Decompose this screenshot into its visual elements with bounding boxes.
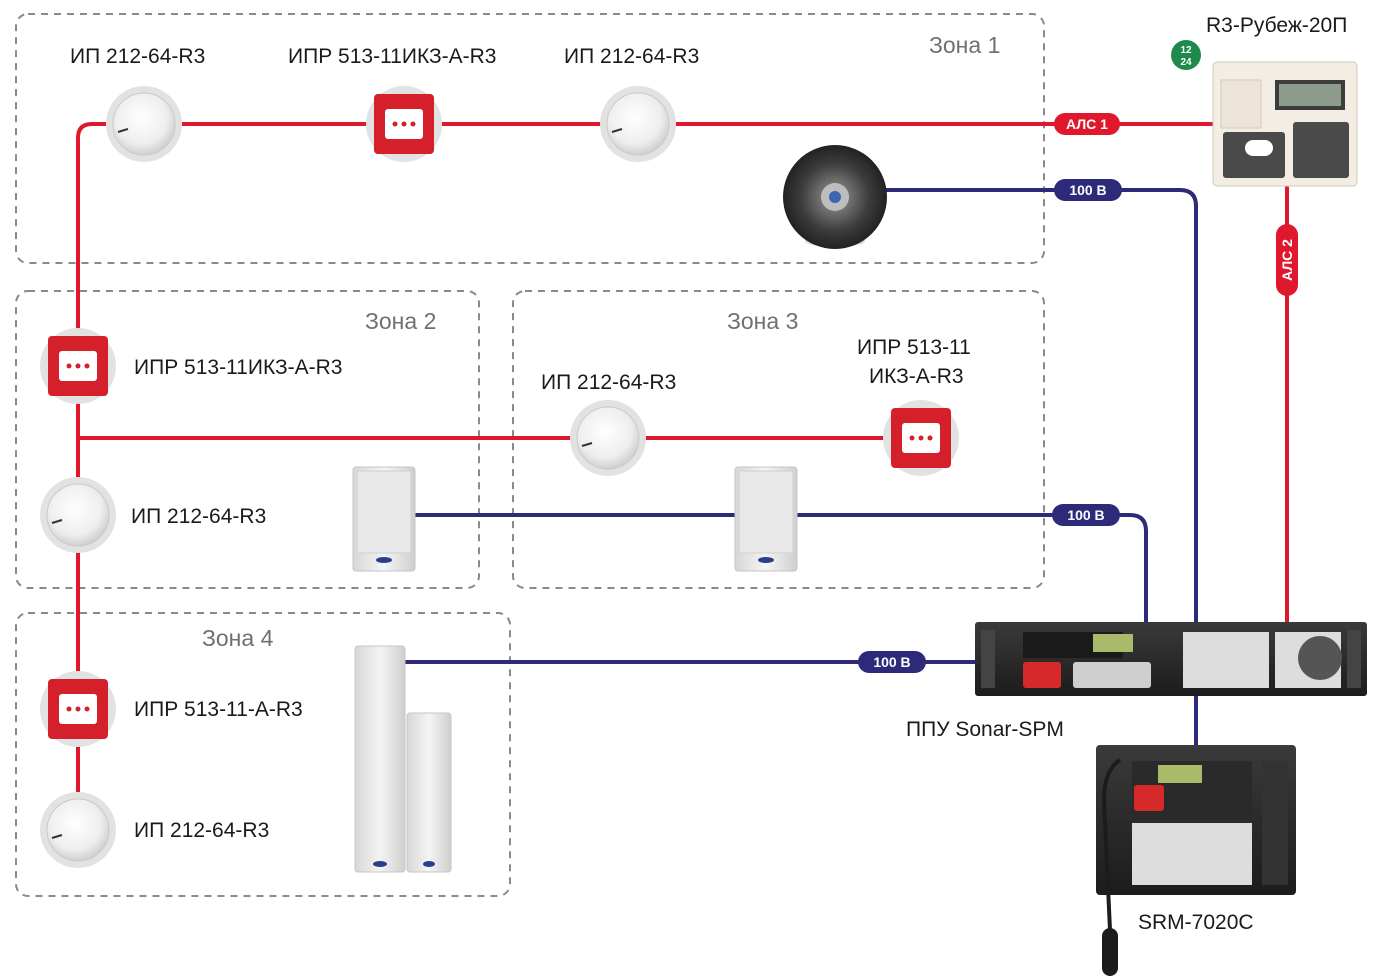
zone-2-border (15, 290, 480, 589)
controller-label: R3-Рубеж-20П (1206, 14, 1348, 37)
z1-call-point-label: ИПР 513-11ИКЗ-А-R3 (288, 45, 497, 68)
z1-detector-right-label: ИП 212-64-R3 (564, 45, 700, 68)
zone-1-border (15, 13, 1045, 264)
sonar-spm-rack-icon (975, 622, 1367, 696)
sonar-spm-label: ППУ Sonar-SPM (906, 718, 1064, 741)
smoke-detector-icon (106, 86, 182, 162)
z1-detector-left-label: ИП 212-64-R3 (70, 45, 206, 68)
zone-3-label: Зона 3 (727, 308, 799, 334)
als1-pill: АЛС 1 (1054, 113, 1120, 135)
z3-call-point-label-line2: ИКЗ-А-R3 (869, 365, 964, 388)
svg-text:12: 12 (1180, 45, 1192, 56)
als2-pill: АЛС 2 (1276, 224, 1298, 296)
smoke-detector-icon (600, 86, 676, 162)
svg-text:100 В: 100 В (1067, 507, 1104, 523)
zone-3-border (512, 290, 1045, 589)
manual-call-point-icon (40, 671, 116, 747)
microphone-icon (1101, 758, 1122, 976)
zone-2-label: Зона 2 (365, 308, 437, 334)
zone-4-border (15, 612, 511, 897)
manual-call-point-icon (40, 328, 116, 404)
z2-detector-label: ИП 212-64-R3 (131, 505, 267, 528)
z4-detector-label: ИП 212-64-R3 (134, 819, 270, 842)
srm-console-icon (1096, 745, 1296, 895)
svg-text:100 В: 100 В (873, 654, 910, 670)
svg-text:100 В: 100 В (1069, 182, 1106, 198)
smoke-detector-icon (40, 792, 116, 868)
column-speaker-icon (354, 645, 406, 873)
zone-1-label: Зона 1 (929, 32, 1001, 58)
fire-control-panel-icon (1212, 61, 1358, 187)
z3-call-point-label-line1: ИПР 513-11 (857, 336, 971, 359)
wall-speaker-icon (352, 466, 416, 572)
smoke-detector-icon (40, 477, 116, 553)
zone-4-label: Зона 4 (202, 625, 274, 651)
svg-text:АЛС 1: АЛС 1 (1066, 116, 1108, 132)
v100-top-pill: 100 В (1054, 179, 1122, 201)
manual-call-point-icon (366, 86, 442, 162)
z3-detector-label: ИП 212-64-R3 (541, 371, 677, 394)
als-lines (76, 122, 1289, 832)
column-speaker-icon (406, 712, 452, 873)
badge-12-24: 12 24 (1171, 40, 1201, 70)
z2-call-point-label: ИПР 513-11ИКЗ-А-R3 (134, 356, 343, 379)
manual-call-point-icon (883, 400, 959, 476)
smoke-detector-icon (570, 400, 646, 476)
svg-text:АЛС 2: АЛС 2 (1279, 239, 1295, 281)
v100-mid-pill: 100 В (1052, 504, 1120, 526)
v100-bottom-pill: 100 В (858, 651, 926, 673)
wall-speaker-icon (734, 466, 798, 572)
svg-text:24: 24 (1180, 57, 1192, 68)
srm-label: SRM-7020C (1138, 911, 1254, 934)
horn-speaker-icon (783, 145, 887, 249)
z4-call-point-label: ИПР 513-11-А-R3 (134, 698, 303, 721)
